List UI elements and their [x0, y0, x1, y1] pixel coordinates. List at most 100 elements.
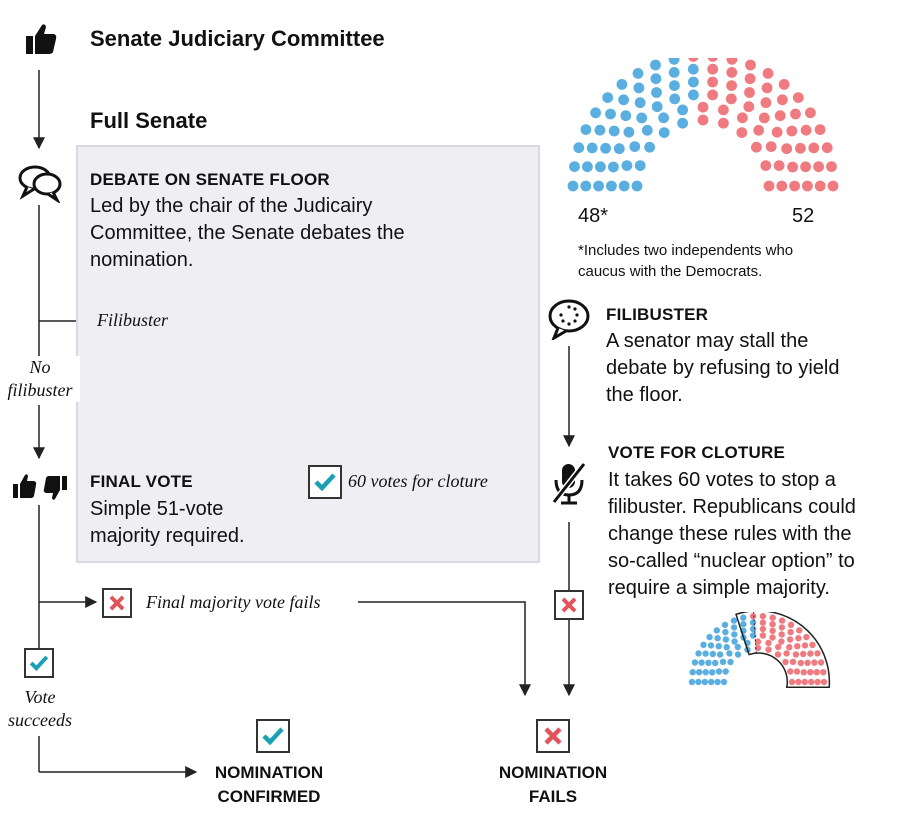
republican-seat [707, 58, 718, 62]
democrat-seat [677, 104, 688, 116]
democrat-seat [602, 92, 614, 103]
republican-seat [808, 678, 815, 686]
republican-seat [783, 650, 790, 657]
democrat-seat [569, 161, 580, 172]
republican-seat [718, 104, 729, 116]
republican-seat [758, 112, 770, 124]
cloture-text: It takes 60 votes to stop a filibuster. … [608, 469, 856, 599]
republican-seat [786, 125, 798, 137]
cloture-check-box [308, 465, 342, 499]
democrat-seat [606, 180, 617, 192]
republican-seat [800, 124, 812, 136]
republican-seat [817, 659, 825, 666]
democrat-seat [618, 180, 630, 192]
republican-seat [800, 669, 807, 676]
democrat-seat [677, 117, 688, 129]
republican-seat [726, 58, 738, 65]
democrat-seat [651, 87, 662, 98]
democrat-seat [608, 161, 619, 173]
democrat-seat [734, 651, 742, 658]
cloture-fail-box [554, 590, 584, 620]
republican-seat [786, 644, 793, 651]
democrat-seat [621, 160, 633, 171]
republican-seat [826, 161, 837, 172]
cross-icon [109, 595, 125, 611]
democrat-seat [706, 633, 713, 641]
democrat-seat [605, 108, 616, 120]
nomination-confirmed: NOMINATION CONFIRMED [214, 763, 324, 806]
thumbs-up-down-icon [13, 474, 67, 500]
democrat-seat [720, 678, 728, 686]
democrat-seat [658, 127, 670, 138]
democrat-seat [701, 678, 708, 686]
democrat-seat [708, 678, 715, 686]
democrat-seat [722, 636, 730, 643]
cloture-heading: VOTE FOR CLOTURE [608, 443, 785, 462]
final-vote-text: Simple 51-vote majority required. [90, 498, 245, 547]
democrat-seat [632, 68, 644, 79]
democrat-seat [695, 650, 702, 657]
democrat-seat [582, 161, 593, 173]
republican-seat [787, 621, 795, 628]
republican-seat [792, 651, 800, 658]
republican-seat [778, 79, 790, 90]
democrat-seat [730, 624, 738, 631]
democrat-seat [689, 669, 696, 676]
republican-seat [725, 93, 737, 105]
republican-seat [827, 180, 839, 192]
democrat-seat [730, 617, 738, 624]
republican-seat [769, 634, 776, 641]
democrat-seat [593, 180, 604, 192]
democrat-seat [723, 644, 730, 651]
democrat-seat [590, 107, 601, 119]
democrat-seat [709, 650, 716, 658]
democrat-seat [749, 625, 757, 633]
democrat-seat [726, 650, 733, 657]
republican-seat [759, 625, 767, 633]
democrat-seat [727, 658, 734, 666]
republican-seat [821, 142, 833, 154]
republican-seat [790, 108, 801, 120]
majority-fails-label: Final majority vote fails [146, 592, 321, 612]
checkmark-icon [29, 655, 49, 672]
democrat-seat [714, 678, 721, 686]
democrat-seat [696, 669, 703, 676]
republican-seat [789, 180, 800, 192]
speech-bubbles-icon [18, 165, 62, 203]
republican-seat [769, 621, 776, 628]
democrat-seat [623, 126, 635, 138]
democrat-seat [650, 73, 662, 85]
republican-seat [801, 678, 808, 686]
republican-seat [754, 638, 762, 645]
democrat-seat [721, 621, 729, 628]
checkmark-icon [262, 727, 284, 746]
democrat-seat [688, 678, 696, 686]
republican-seat [805, 107, 816, 119]
democrat-seat [691, 659, 699, 666]
republican-seat [787, 628, 794, 636]
republican-seat [820, 678, 828, 686]
democrat-seat [712, 659, 719, 667]
republican-seat [778, 624, 786, 631]
democrat-seat [731, 631, 738, 638]
republican-seat [788, 678, 796, 686]
democrat-seat [616, 79, 628, 90]
democrat-seat [631, 180, 643, 192]
final-vote-heading: FINAL VOTE [90, 472, 193, 491]
democrat-seat [688, 89, 699, 101]
democrat-seat [618, 94, 629, 106]
republicans-count: 52 [792, 205, 815, 227]
republican-seat [759, 613, 767, 620]
republican-seat [809, 641, 816, 648]
republican-seat [707, 63, 719, 75]
cloture-votes-label: 60 votes for cloture [348, 471, 488, 491]
republican-seat [760, 97, 772, 109]
republican-seat [789, 658, 797, 665]
republican-seat [814, 650, 821, 657]
republican-seat [820, 669, 827, 676]
democrat-seat [734, 643, 741, 651]
republican-seat [759, 632, 767, 639]
democrat-seat [668, 58, 680, 65]
independents-footnote: *Includes two independents who caucus wi… [578, 242, 794, 280]
democrat-seat [634, 97, 646, 109]
